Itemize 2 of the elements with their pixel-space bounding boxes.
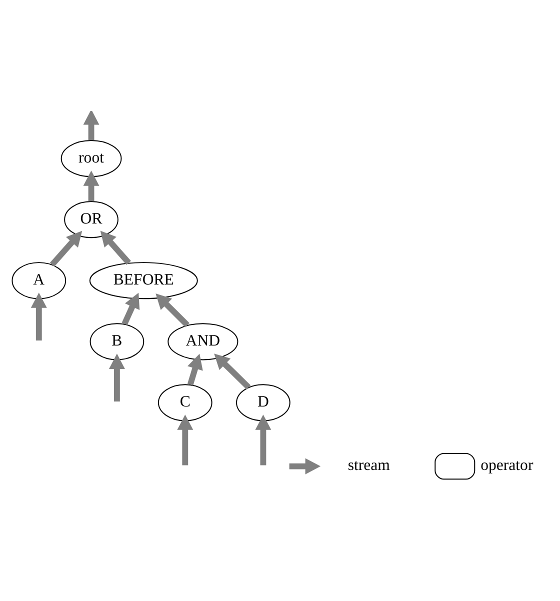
legend-label: stream [348,456,390,474]
legend-label: operator [480,456,534,474]
